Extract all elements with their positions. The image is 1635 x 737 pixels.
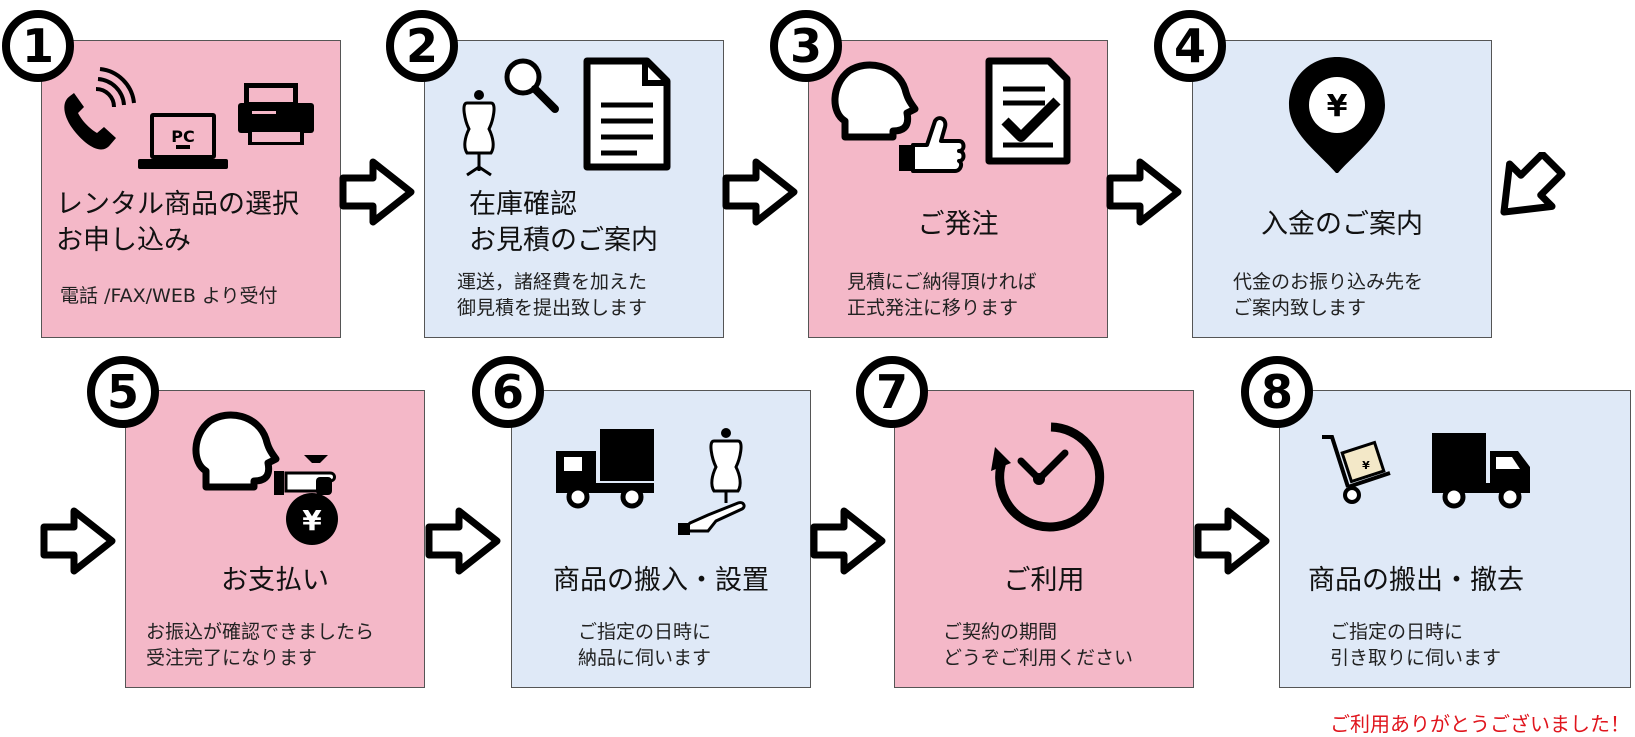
step-7-icons bbox=[991, 422, 1105, 532]
step-6-desc: ご指定の日時に 納品に伺います bbox=[578, 621, 712, 669]
step-2-desc: 運送，諸経費を加えた 御見積を提出致します bbox=[457, 271, 648, 319]
arrow-right-icon bbox=[40, 507, 116, 575]
arrow-right-icon bbox=[339, 158, 415, 226]
step-1-desc: 電話 /FAX/WEB より受付 bbox=[60, 285, 278, 307]
step-5-card: ¥ お支払い お振込が確認できましたら 受注完了になります bbox=[125, 390, 425, 688]
mannequin-on-hand-icon bbox=[678, 428, 746, 535]
step-6-card: 商品の搬入・設置 ご指定の日時に 納品に伺います bbox=[511, 390, 811, 688]
thank-you-message: ご利用ありがとうございました！ bbox=[1330, 712, 1630, 736]
step-6-icons bbox=[556, 428, 746, 535]
arrow-right-icon bbox=[722, 158, 798, 226]
step-1-badge: 1 bbox=[2, 10, 74, 82]
step-5-badge: 5 bbox=[87, 356, 159, 428]
step-3-icons bbox=[831, 57, 1071, 173]
step-2-icons bbox=[462, 57, 671, 177]
step-4-icons: ¥ bbox=[1289, 57, 1385, 173]
step-7-badge: 7 bbox=[856, 356, 928, 428]
arrow-right-icon bbox=[810, 507, 886, 575]
arrow-right-icon bbox=[1106, 158, 1182, 226]
step-6-title: 商品の搬入・設置 bbox=[553, 565, 769, 596]
yen-pin-icon: ¥ bbox=[1289, 57, 1385, 173]
magnifier-icon bbox=[504, 58, 559, 113]
thumbs-up-icon bbox=[899, 116, 966, 173]
printer-icon bbox=[238, 83, 314, 145]
step-5-desc: お振込が確認できましたら 受注完了になります bbox=[146, 621, 375, 669]
step-5-title: お支払い bbox=[221, 565, 329, 596]
checked-document-icon bbox=[985, 57, 1071, 165]
laptop-icon: PC bbox=[138, 113, 228, 169]
step-8-desc: ご指定の日時に 引き取りに伺います bbox=[1330, 621, 1502, 669]
step-1-card: PC レンタル商品の選択 お申し込み 電話 /FAX/WEB より受付 bbox=[41, 40, 341, 338]
head-icon bbox=[831, 61, 919, 141]
step-7-title: ご利用 bbox=[1003, 565, 1085, 596]
arrow-right-icon bbox=[1194, 507, 1270, 575]
yen-symbol: ¥ bbox=[1362, 459, 1370, 472]
step-4-badge: 4 bbox=[1154, 10, 1226, 82]
step-1-icons: PC bbox=[64, 67, 314, 169]
step-7-card: ご利用 ご契約の期間 どうぞご利用ください bbox=[894, 390, 1194, 688]
yen-symbol: ¥ bbox=[1327, 89, 1348, 124]
truck-icon bbox=[1432, 433, 1530, 509]
step-3-card: ご発注 見積にご納得頂ければ 正式発注に移ります bbox=[808, 40, 1108, 338]
phone-icon bbox=[64, 67, 136, 150]
mannequin-icon bbox=[462, 90, 496, 177]
step-1-title: レンタル商品の選択 お申し込み bbox=[56, 189, 299, 256]
document-icon bbox=[583, 57, 671, 171]
hand-cart-icon: ¥ bbox=[1322, 435, 1391, 504]
step-7-desc: ご契約の期間 どうぞご利用ください bbox=[943, 621, 1134, 669]
pc-label: PC bbox=[171, 127, 194, 146]
step-8-card: ¥ 商品の搬出・撤去 ご指定の日時に 引き取りに伺います bbox=[1279, 390, 1631, 688]
step-8-icons: ¥ bbox=[1322, 433, 1530, 509]
arrow-right-icon bbox=[425, 507, 501, 575]
step-6-badge: 6 bbox=[472, 356, 544, 428]
step-2-card: 在庫確認 お見積のご案内 運送，諸経費を加えた 御見積を提出致します bbox=[424, 40, 724, 338]
yen-symbol: ¥ bbox=[302, 504, 322, 537]
step-2-title: 在庫確認 お見積のご案内 bbox=[469, 189, 658, 256]
step-2-badge: 2 bbox=[386, 10, 458, 82]
clock-icon bbox=[991, 422, 1105, 532]
step-8-badge: 8 bbox=[1241, 356, 1313, 428]
step-5-icons: ¥ bbox=[192, 411, 338, 545]
arrow-down-left-icon bbox=[1500, 152, 1566, 216]
step-3-desc: 見積にご納得頂ければ 正式発注に移ります bbox=[847, 271, 1037, 319]
step-4-card: ¥ 入金のご案内 代金のお振り込み先を ご案内致します bbox=[1192, 40, 1492, 338]
step-4-title: 入金のご案内 bbox=[1261, 209, 1423, 240]
step-3-title: ご発注 bbox=[917, 209, 999, 240]
step-3-badge: 3 bbox=[770, 10, 842, 82]
head-icon bbox=[192, 411, 280, 491]
step-8-title: 商品の搬出・撤去 bbox=[1308, 565, 1524, 596]
step-4-desc: 代金のお振り込み先を ご案内致します bbox=[1233, 271, 1424, 319]
money-bag-icon: ¥ bbox=[274, 455, 338, 545]
truck-icon bbox=[556, 429, 654, 509]
